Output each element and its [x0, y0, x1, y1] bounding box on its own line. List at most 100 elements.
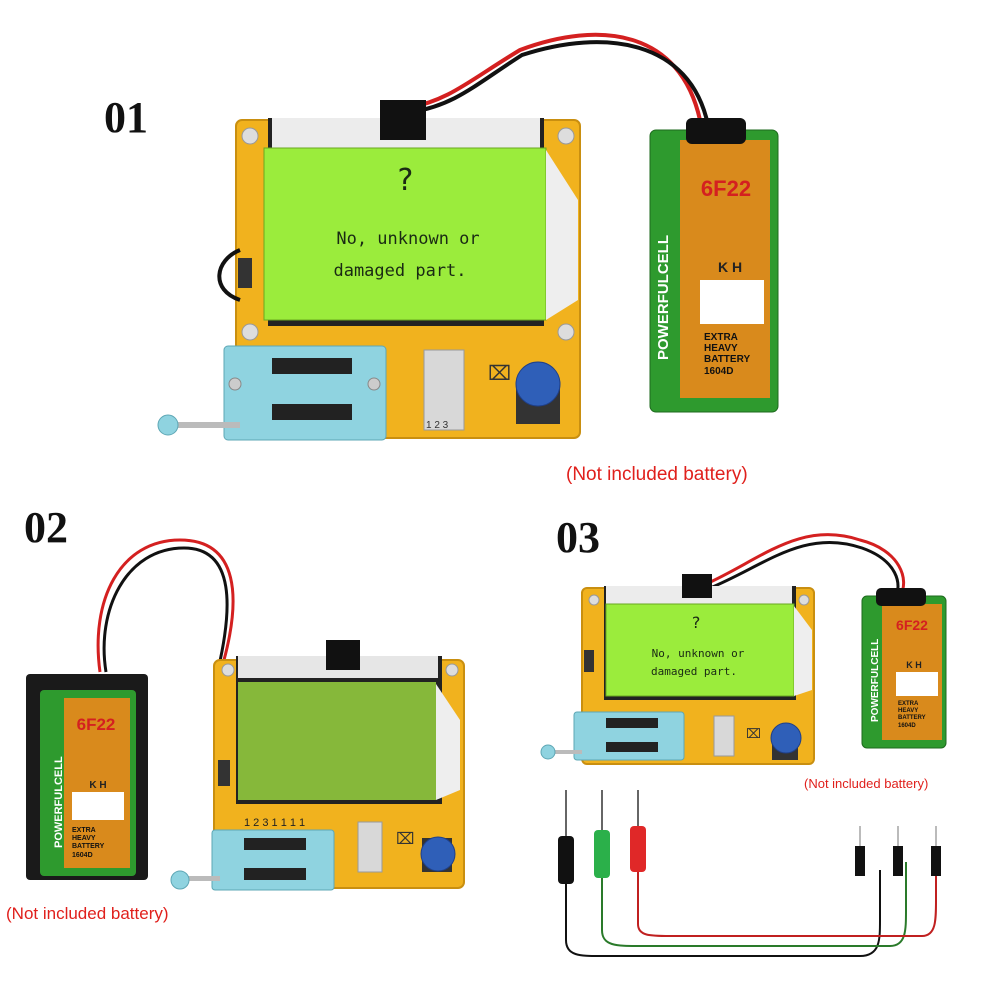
black-wire [411, 40, 710, 126]
battery-label [680, 140, 770, 398]
battery-letters: K H [718, 259, 742, 275]
recycle-bin-icon: ⌧ [396, 831, 414, 848]
lcd-line1: No, unknown or [336, 229, 479, 249]
battery-brand: POWERFULCELL [53, 756, 65, 848]
socket-slots-bottom [606, 742, 658, 752]
lever-knob [540, 744, 556, 760]
socket-pin-labels: 1 2 3 1 1 1 1 [244, 817, 305, 829]
red-wire [96, 538, 235, 673]
socket-screw [367, 377, 381, 391]
lcd-symbol: ? [396, 163, 414, 198]
lcd-side-reflect [794, 606, 812, 696]
socket-slots-top [272, 358, 352, 374]
socket-screw [228, 377, 242, 391]
lever-knob [170, 870, 190, 890]
test-pads [357, 821, 383, 873]
battery-code: 1604D [704, 366, 733, 377]
battery-cross-grid [700, 280, 764, 324]
test-pads [713, 715, 735, 757]
mount-hole [798, 594, 810, 606]
rotary-knob [420, 836, 456, 872]
battery-line1: EXTRA [898, 701, 919, 707]
pin-header [893, 846, 903, 876]
battery-line3: BATTERY [72, 843, 105, 850]
side-cable [217, 248, 241, 302]
pin-numbers: 1 2 3 [426, 420, 449, 431]
lcd-side-reflect [436, 684, 460, 800]
side-connector [218, 760, 230, 786]
battery-cross-grid [896, 672, 938, 696]
battery-line3: BATTERY [704, 354, 750, 365]
battery-line3: BATTERY [898, 715, 926, 721]
mount-hole [221, 663, 235, 677]
panel-number-03: 03 [556, 513, 600, 562]
mount-hole [588, 594, 600, 606]
battery-code: 1604D [72, 852, 93, 859]
lcd-screen [605, 603, 795, 697]
socket-lever [170, 422, 240, 428]
battery-line2: HEAVY [72, 835, 96, 842]
battery-model: 6F22 [77, 715, 116, 734]
lcd-line1: No, unknown or [652, 647, 745, 660]
battery-line1: EXTRA [72, 827, 96, 834]
lcd-connector [326, 640, 360, 670]
lcd-connector [380, 100, 426, 140]
pin-header [931, 846, 941, 876]
socket-lever [186, 876, 220, 881]
caption-03: (Not included battery) [804, 776, 929, 791]
black-test-clip [558, 790, 881, 957]
battery-snap [876, 588, 926, 606]
rotary-knob [515, 361, 561, 407]
mount-hole [241, 127, 259, 145]
socket-slots-top [244, 838, 306, 850]
lcd-symbol: ? [691, 613, 701, 632]
battery-code: 1604D [898, 723, 916, 729]
black-wire [709, 540, 900, 601]
panel-number-01: 01 [104, 93, 148, 142]
battery-letters: K H [906, 660, 922, 670]
battery-brand: POWERFULCELL [655, 235, 672, 360]
battery-line2: HEAVY [704, 343, 738, 354]
battery-brand: POWERFULCELL [870, 639, 881, 722]
mount-hole [557, 323, 575, 341]
rotary-knob [770, 722, 802, 754]
lcd-side-reflect [546, 150, 578, 320]
recycle-bin-icon: ⌧ [488, 363, 511, 385]
battery-line2: HEAVY [898, 708, 918, 714]
test-pads [423, 349, 465, 431]
lcd-screen [263, 147, 547, 321]
caption-02: (Not included battery) [6, 904, 169, 923]
black-wire [102, 546, 229, 673]
mount-hole [445, 663, 459, 677]
caption-01: (Not included battery) [566, 464, 748, 485]
socket-lever [550, 750, 582, 754]
red-test-clip [630, 790, 937, 937]
pin-header [855, 846, 865, 876]
socket-slots-top [606, 718, 658, 728]
battery-letters: K H [89, 780, 106, 791]
battery-line1: EXTRA [704, 332, 738, 343]
lcd-line2: damaged part. [333, 261, 466, 281]
lcd-screen [238, 682, 436, 800]
panel-number-02: 02 [24, 503, 68, 552]
side-connector [238, 258, 252, 288]
battery-snap [686, 118, 746, 144]
mount-hole [557, 127, 575, 145]
battery-label [64, 698, 130, 868]
battery-model: 6F22 [701, 176, 751, 201]
green-test-clip [594, 790, 907, 947]
socket-slots-bottom [272, 404, 352, 420]
recycle-bin-icon: ⌧ [746, 726, 761, 741]
side-connector [584, 650, 594, 672]
socket-slots-bottom [244, 868, 306, 880]
lever-knob [157, 414, 179, 436]
battery-cross-grid [72, 792, 124, 820]
lcd-line2: damaged part. [651, 665, 737, 678]
